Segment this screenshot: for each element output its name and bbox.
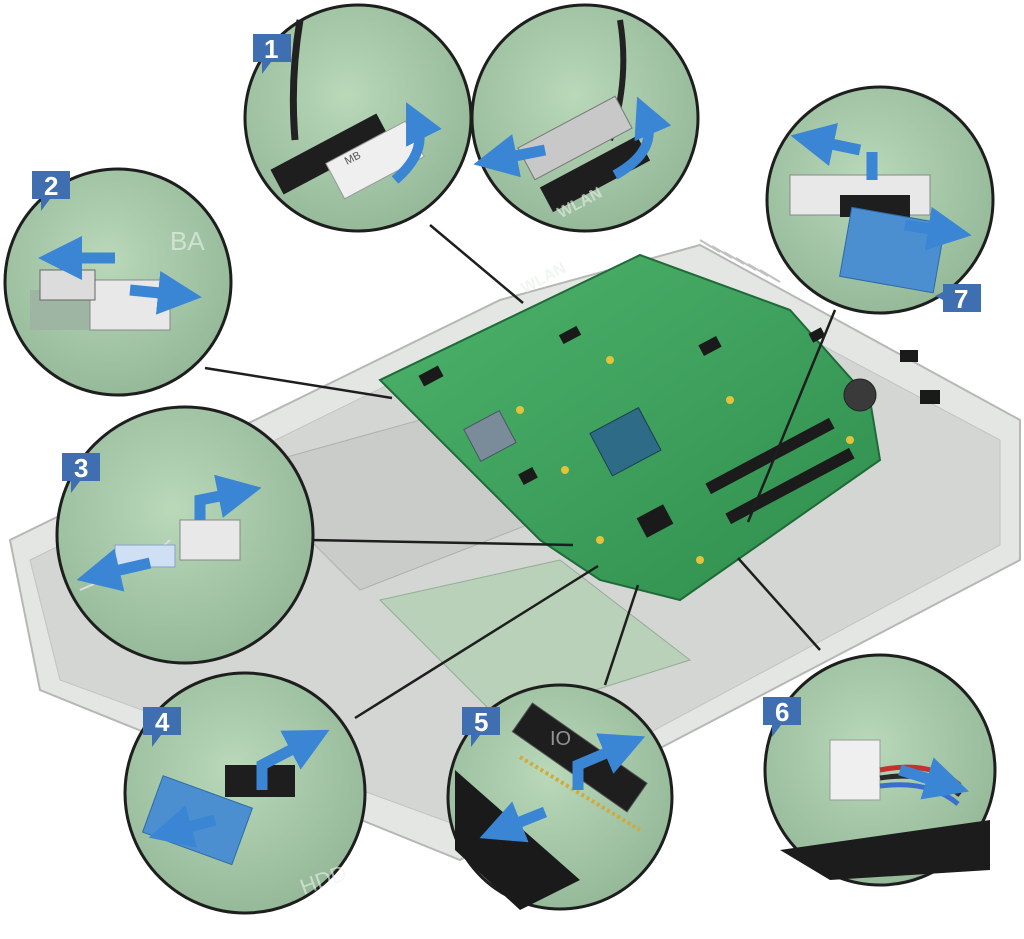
leader-line-1 [429,224,524,304]
push-arrow-icon [129,270,202,315]
step-number-1: 1 [264,34,278,64]
step-badge-5: 5 [462,707,500,747]
coin-cell-battery [843,378,877,412]
gpu-chip [463,410,517,462]
zoom-callout-1-display: MB [243,3,473,233]
zoom-callout-6 [763,653,997,887]
board-components [418,325,940,538]
step-badges: 1 2 3 4 5 6 7 [32,34,981,747]
step-badge-7: 7 [935,284,981,314]
chassis-vent [699,239,781,283]
cpu-chip [589,406,662,477]
leader-line-6 [737,557,821,651]
zoom-callout-3 [55,405,315,665]
step-badge-3: 3 [62,453,100,493]
lift-arrow-icon [612,96,672,180]
lift-arrow-icon [194,474,262,520]
lift-arrow-icon [391,102,442,184]
leader-line-2 [204,366,393,400]
step-number-7: 7 [954,284,968,314]
label-ba: BA [170,226,205,256]
lift-arrow-icon [572,733,646,790]
lift-arrow-icon [256,729,330,790]
leader-line-3 [309,538,574,547]
zoom-callout-7 [765,85,995,315]
step-badge-4: 4 [143,707,181,747]
leader-lines [204,224,837,720]
step-number-3: 3 [74,453,88,483]
label-io: IO [550,728,571,750]
zoom-callout-4: HDD [123,671,367,915]
pull-arrow-icon [790,122,862,167]
pull-arrow-icon [898,757,969,800]
pull-arrow-icon [479,801,548,843]
zoom-callout-1-wlan: WLAN [470,3,700,233]
pull-arrow-icon [473,134,547,178]
step-number-2: 2 [44,171,58,201]
pull-arrow-icon [76,548,152,592]
step-badge-2: 2 [32,171,70,211]
leader-line-7 [746,309,837,523]
slide-arrow-icon [904,206,972,251]
memory-slot-b [725,447,855,525]
board-mounting-points [516,356,854,564]
system-board [378,253,940,602]
zoom-callout-2: BA [3,167,233,397]
step-number-4: 4 [155,707,170,737]
step-badge-1: 1 [253,34,291,74]
leader-line-5 [603,584,640,686]
zoom-callout-5: IO [446,683,674,911]
step-number-5: 5 [474,707,488,737]
step-badge-6: 6 [763,697,801,737]
pull-arrow-icon [148,805,217,848]
leader-line-4 [354,564,599,720]
hard-drive-bay [379,559,692,721]
memory-slot-a [705,417,835,495]
step-number-6: 6 [775,697,789,727]
